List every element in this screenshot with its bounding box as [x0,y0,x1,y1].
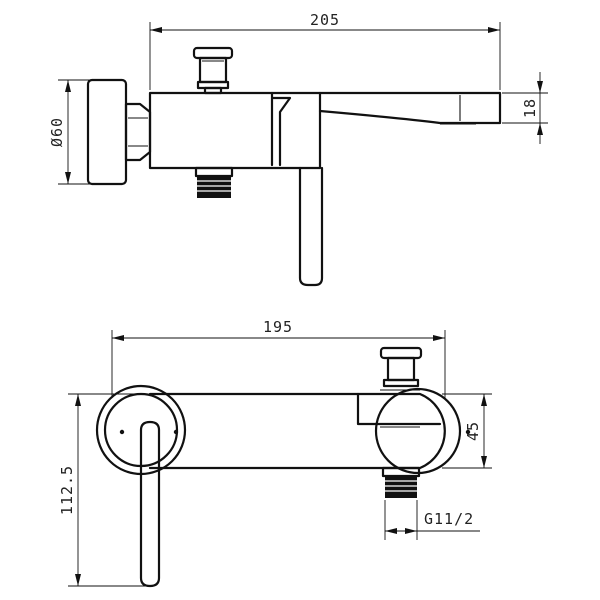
mixer-body [148,91,322,170]
screw-dot-right [173,429,179,435]
hex-nut [124,102,152,162]
screw-dot-left [119,429,125,435]
plan-body [148,392,446,470]
screw-dot-spout [465,429,471,435]
dimension-112-5: 112.5 [58,393,146,587]
plan-view: 195 112.5 45 G11/2 [58,318,492,588]
plan-spout [356,392,442,426]
diverter-knob [192,46,234,95]
dimension-195: 195 [111,318,446,398]
dim-label-195: 195 [263,318,293,336]
dimension-205: 205 [149,11,501,90]
dim-label-diameter: Ø60 [48,117,66,147]
dimension-45: 45 [442,393,492,469]
plan-lever [139,420,161,588]
dimension-18: 18 [502,72,548,144]
side-elevation-view: 205 Ø60 18 [48,11,548,287]
dimension-thread: G11/2 [384,500,480,540]
dim-label-205: 205 [310,11,340,29]
wall-flange [86,78,128,186]
dim-label-112-5: 112.5 [58,465,76,515]
plan-threaded-outlet [381,466,421,498]
dim-label-45: 45 [464,421,482,441]
spout-outlet-circle [374,387,462,475]
threaded-outlet [194,166,234,198]
plan-diverter-knob [379,346,423,388]
dim-label-thread: G11/2 [424,510,474,528]
dim-label-18: 18 [521,98,539,118]
dimension-diameter-60: Ø60 [48,79,120,185]
lever-handle [298,166,324,287]
lever-joint [270,91,292,167]
spout [318,91,502,125]
